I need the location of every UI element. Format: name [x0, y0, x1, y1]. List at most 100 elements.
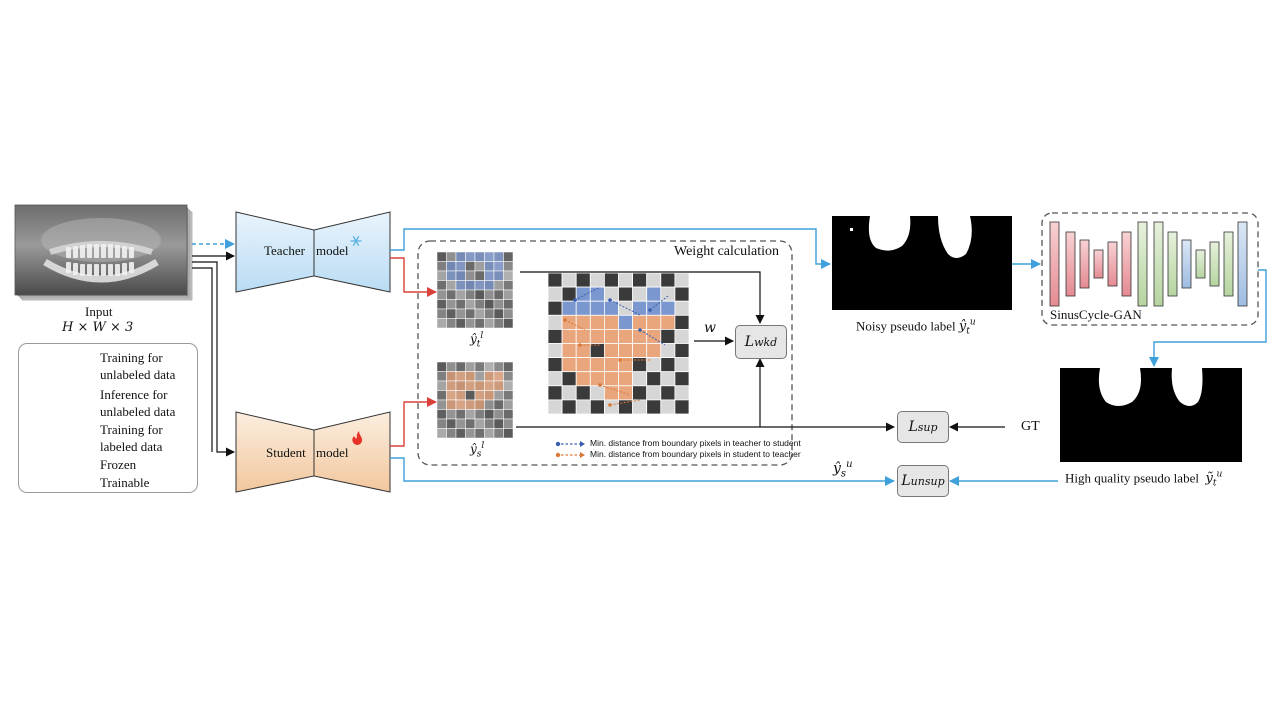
thumb-cell: [484, 299, 495, 310]
thumb-cell: [465, 418, 476, 429]
grid-cell: [589, 357, 605, 373]
thumb-mask-cell: [474, 380, 485, 391]
grid-cell: [618, 385, 634, 401]
thumb-mask-cell: [484, 270, 495, 281]
thumb-mask-cell: [465, 280, 476, 291]
grid-cell: [589, 343, 605, 359]
thumb-cell: [493, 390, 504, 401]
thumb-cell: [465, 289, 476, 300]
thumb-cell: [436, 418, 447, 429]
thumb-cell: [493, 280, 504, 291]
thumb-cell: [436, 280, 447, 291]
teacher-pred-sub: t: [476, 339, 481, 350]
grid-cell: [646, 343, 662, 359]
thumb-cell: [446, 280, 457, 291]
thumb-cell: [503, 299, 514, 310]
teacher-model-shape: [235, 211, 391, 293]
thumb-cell: [436, 261, 447, 272]
legend-item-trainable: Trainable: [100, 475, 150, 490]
grid-cell: [660, 272, 676, 288]
grid-cell: [547, 385, 563, 401]
grid-cell: [618, 371, 634, 387]
thumb-mask-cell: [446, 270, 457, 281]
grid-cell: [604, 371, 619, 387]
thumb-mask-cell: [493, 251, 504, 262]
grid-cell: [561, 343, 577, 359]
grid-cell: [660, 328, 676, 344]
noisy-label-text: Noisy pseudo label: [856, 318, 956, 334]
thumb-cell: [503, 371, 514, 382]
teacher-pred-to-lwkd-arrow: [520, 271, 765, 324]
grid-cell: [646, 399, 662, 415]
legend-item-1-line2: unlabeled data: [100, 367, 176, 382]
loss-unsup-base: L: [901, 473, 911, 489]
gan-bar: [1167, 231, 1178, 297]
gan-bar: [1079, 239, 1090, 289]
thumb-cell: [474, 318, 485, 329]
grid-cell: [547, 300, 563, 316]
grid-cell: [604, 399, 619, 415]
grid-cell: [660, 357, 676, 373]
student-model-word: model: [316, 445, 349, 460]
grid-cell: [660, 385, 676, 401]
grid-cell: [618, 272, 634, 288]
grid-cell: [674, 385, 690, 401]
gan-name: SinusCycle-GAN: [1050, 307, 1142, 322]
gan-bar: [1121, 231, 1132, 297]
legend-item-3-line1: Training for: [100, 422, 163, 437]
grid-cell: [547, 343, 563, 359]
thumb-cell: [436, 289, 447, 300]
thumb-cell: [455, 289, 466, 300]
thumb-cell: [465, 308, 476, 319]
thumb-cell: [503, 399, 514, 410]
thumb-cell: [484, 399, 495, 410]
thumb-mask-cell: [484, 261, 495, 272]
grid-arrow-line: [564, 319, 586, 331]
thumb-cell: [455, 418, 466, 429]
thumb-cell: [455, 361, 466, 372]
grid-cell: [575, 385, 591, 401]
note-student-to-teacher: Min. distance from boundary pixels in st…: [590, 449, 801, 459]
thumb-cell: [503, 428, 514, 439]
grid-cell: [604, 357, 619, 373]
thumb-cell: [465, 261, 476, 272]
loss-sup-sub: sup: [917, 420, 938, 434]
loss-sup-base: L: [908, 419, 918, 435]
teacher-word: Teacher: [264, 243, 305, 258]
grid-arrow-line: [649, 295, 669, 311]
noisy-label-caption: Noisy pseudo label ŷtu: [856, 318, 976, 337]
grid-cell: [646, 286, 662, 302]
grid-cell: [575, 399, 591, 415]
grid-cell: [575, 286, 591, 302]
thumb-mask-cell: [455, 380, 466, 391]
grid-cell: [575, 272, 591, 288]
grid-cell: [561, 357, 577, 373]
thumb-mask-cell: [455, 390, 466, 401]
thumb-cell: [455, 428, 466, 439]
thumb-mask-cell: [446, 399, 457, 410]
gan-bar: [1049, 221, 1060, 307]
student-to-unsup-arrow: [390, 457, 895, 486]
thumb-cell: [436, 251, 447, 262]
thumb-cell: [493, 299, 504, 310]
grid-cell: [547, 399, 563, 415]
su-sub: s: [840, 468, 847, 480]
thumb-cell: [484, 308, 495, 319]
thumb-cell: [446, 299, 457, 310]
grid-cell: [604, 272, 619, 288]
grid-cell: [660, 371, 676, 387]
input-arrows: [192, 239, 235, 457]
grid-cell: [660, 399, 676, 415]
student-pred-label: ŷsl: [470, 441, 485, 460]
grid-cell: [547, 328, 563, 344]
grid-cell: [589, 300, 605, 316]
grid-cell: [674, 314, 690, 330]
grid-cell: [589, 371, 605, 387]
grid-cell: [632, 371, 648, 387]
grid-cell: [547, 371, 563, 387]
thumb-cell: [503, 390, 514, 401]
grid-arrow-line: [639, 329, 666, 346]
gan-bar: [1237, 221, 1248, 307]
overlay-grid: [547, 272, 690, 415]
